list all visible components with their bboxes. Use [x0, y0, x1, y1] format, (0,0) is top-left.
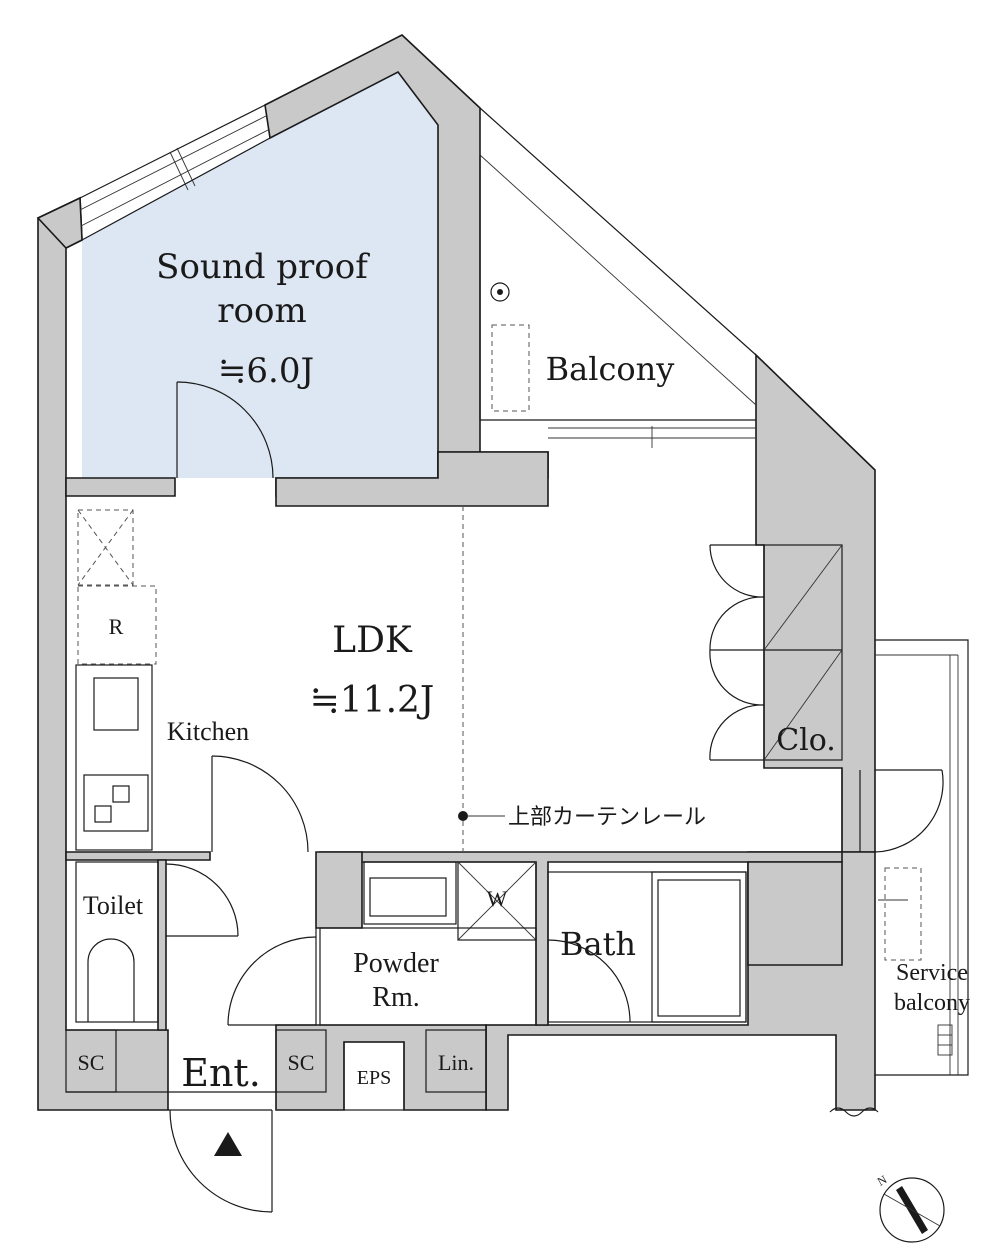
door-powder-room[interactable] [227, 928, 317, 1026]
powder-label-line1: Powder [353, 948, 439, 979]
entrance-label: Ent. [181, 1051, 261, 1095]
door-service-balcony[interactable] [841, 769, 944, 853]
wall-sound-right-lower [275, 451, 549, 507]
balcony-outline [479, 107, 757, 448]
compass-icon [879, 1177, 945, 1243]
wall-right-diagonal [755, 353, 876, 853]
sound-room-area: ≒6.0J [218, 351, 314, 391]
kitchen-counter [75, 509, 157, 851]
wall-toilet-right [157, 859, 167, 1031]
bath-fixtures [547, 871, 747, 1023]
closet-label: Clo. [776, 723, 836, 758]
shoe-closet-left-label: SC [78, 1050, 105, 1075]
ldk-label: LDK [332, 620, 413, 661]
closet [709, 544, 843, 761]
curtain-rail-marker [458, 811, 505, 821]
door-sound-room[interactable] [176, 381, 274, 479]
kitchen-label: Kitchen [167, 717, 249, 746]
wall-bath-step [747, 861, 843, 966]
toilet-label: Toilet [83, 891, 144, 920]
shoe-closet-right-label: SC [288, 1050, 315, 1075]
sound-proof-room-area [82, 72, 438, 478]
eps-label: EPS [357, 1067, 391, 1089]
service-balcony-label-line2: balcony [894, 990, 970, 1016]
wall-powder-left [315, 851, 363, 929]
service-balcony-outline [875, 639, 969, 1076]
door-toilet[interactable] [165, 863, 239, 937]
bath-label: Bath [560, 925, 636, 963]
break-line [829, 1107, 879, 1117]
balcony-label: Balcony [546, 350, 675, 388]
service-balcony-label-line1: Service [896, 960, 968, 986]
toilet-fixture [75, 861, 159, 1023]
ldk-area: ≒11.2J [310, 680, 435, 721]
compass-north-label: N [875, 1172, 890, 1189]
entrance-area [65, 1029, 487, 1111]
sound-room-label-line2: room [217, 291, 306, 331]
powder-room-fixtures [319, 861, 537, 1026]
sound-room-label-line1: Sound proof [156, 247, 370, 287]
window-sound-room [79, 104, 271, 241]
linen-label: Lin. [438, 1050, 474, 1075]
door-kitchen[interactable] [211, 755, 309, 853]
entrance-arrow-icon [214, 1132, 242, 1156]
door-entrance[interactable] [168, 1109, 273, 1213]
washer-label: W [487, 886, 508, 911]
wall-kitchen-door-jamb [65, 851, 211, 861]
powder-label-line2: Rm. [372, 982, 419, 1013]
curtain-rail-label: 上部カーテンレール [508, 805, 706, 830]
wall-sound-bottom-left [65, 477, 176, 497]
fridge-label: R [109, 614, 124, 639]
